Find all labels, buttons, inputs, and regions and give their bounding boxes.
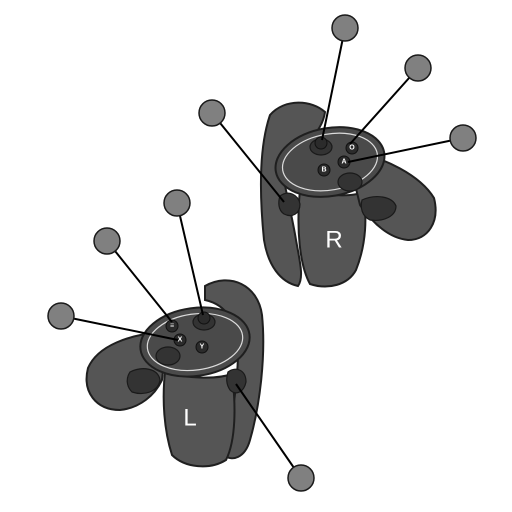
left-trigger (126, 368, 161, 395)
callout-line-left-thumbstick (176, 202, 204, 316)
left-y-label: Y (200, 344, 205, 351)
right-thumbstick (314, 136, 328, 150)
right-grip (297, 188, 367, 288)
callout-line-right-buttons (347, 137, 464, 163)
right-controller: O A B R (259, 101, 437, 288)
callout-marker-right-buttons (449, 124, 477, 152)
left-button-menu: ≡ (165, 319, 179, 333)
callout-line-left-menu (106, 240, 173, 323)
left-menu-label: ≡ (170, 323, 174, 330)
right-side-grip (278, 192, 301, 217)
left-thumbstick (197, 311, 211, 325)
left-face-ring (146, 312, 244, 372)
callout-marker-left-thumbstick (163, 189, 191, 217)
right-a-label: A (341, 159, 346, 166)
right-b-label: B (321, 167, 326, 174)
callout-line-right-grip (211, 112, 285, 203)
callout-line-right-menu (349, 67, 419, 145)
right-trigger (360, 196, 397, 221)
callout-marker-right-thumbstick (331, 14, 359, 42)
left-button-y: Y (195, 340, 209, 354)
left-grip (162, 370, 236, 468)
left-controller: ≡ X Y L (85, 279, 265, 468)
callout-marker-left-menu (93, 227, 121, 255)
right-tracking-ring (259, 101, 327, 288)
left-hand-label: L (183, 405, 196, 432)
left-x-label: X (178, 337, 183, 344)
callout-marker-left-grip (287, 464, 315, 492)
right-button-b: B (317, 163, 331, 177)
callout-line-left-buttons (60, 315, 179, 341)
callout-line-left-grip (235, 383, 302, 479)
callout-marker-left-buttons (47, 302, 75, 330)
callouts (47, 14, 477, 492)
callout-marker-right-grip (198, 99, 226, 127)
right-thumb-rest (337, 172, 363, 192)
right-menu-label: O (349, 145, 355, 152)
left-thumb-rest (155, 346, 181, 366)
right-hand-label: R (325, 227, 342, 254)
callout-line-right-thumbstick (321, 27, 346, 141)
right-face-ring (281, 132, 379, 192)
left-side-grip (226, 368, 247, 394)
right-button-menu: O (345, 141, 359, 155)
callout-marker-right-menu (404, 54, 432, 82)
